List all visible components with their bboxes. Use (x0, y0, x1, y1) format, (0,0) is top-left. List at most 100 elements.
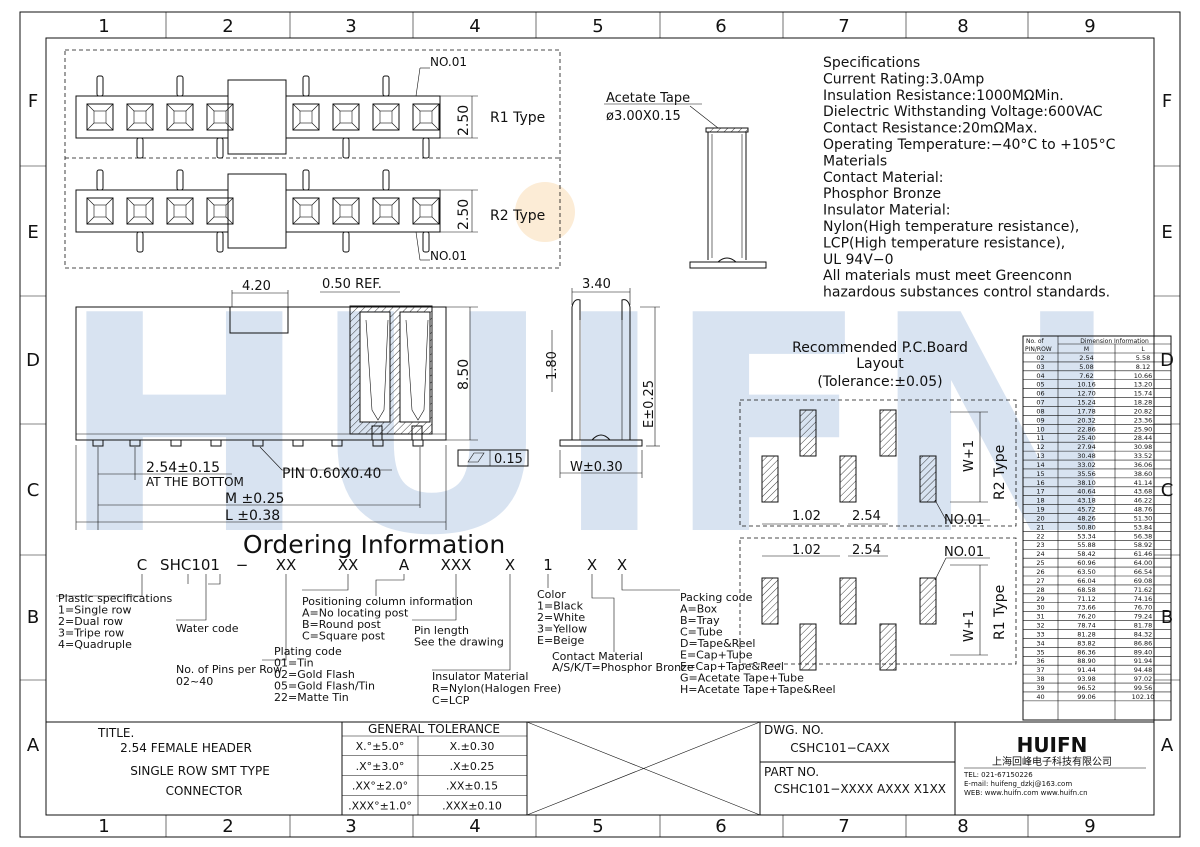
table-cell-pins: 37 (1036, 666, 1044, 674)
table-cell-m: 91.44 (1077, 666, 1096, 674)
pcb-pad (839, 455, 857, 503)
table-cell-pins: 20 (1036, 514, 1044, 522)
pin (216, 231, 224, 253)
plastic-spec-line: 2=Dual row (58, 615, 123, 628)
spec-line: Insulation Resistance:1000MΩMin. (823, 88, 1064, 104)
table-cell-m: 76.20 (1077, 613, 1096, 621)
table-cell-pins: 25 (1036, 559, 1044, 567)
pcb-w1-top: W+1 (962, 440, 977, 472)
table-cell-m: 71.12 (1077, 595, 1096, 603)
table-cell-m: 78.74 (1077, 622, 1096, 630)
pin-size-label: PIN 0.60X0.40 (282, 466, 381, 482)
company-email: E-mail: huifeng_dzkj@163.com (964, 780, 1072, 788)
column-label-1: 1 (98, 16, 109, 37)
pcb-pad (761, 577, 779, 625)
table-cell-l: 71.62 (1134, 586, 1153, 594)
spec-line: Dielectric Withstanding Voltage:600VAC (823, 104, 1103, 120)
color-line: 3=Yellow (537, 623, 587, 636)
title-line1: 2.54 FEMALE HEADER (120, 741, 252, 755)
code-part: X (587, 556, 597, 574)
dwg-number: CSHC101−CAXX (790, 741, 889, 755)
table-cell-m: 38.10 (1077, 479, 1096, 487)
w-dim: W±0.30 (570, 460, 623, 475)
positioning-line: B=Round post (302, 618, 382, 631)
column-label-4: 4 (469, 16, 480, 37)
table-cell-l: 8.12 (1136, 363, 1150, 371)
table-cell-m: 12.70 (1077, 390, 1096, 398)
table-cell-l: 84.32 (1134, 630, 1153, 638)
r1-pins (96, 75, 430, 159)
plastic-spec-line: 1=Single row (58, 604, 132, 617)
pin (216, 137, 224, 159)
general-tolerance-table: GENERAL TOLERANCEX.°±5.0°X.±0.30.X°±3.0°… (342, 722, 527, 816)
pcb-pad (879, 623, 897, 671)
side-view: 4.20 0.50 REF. 8.50 2.54±0.15 AT THE BOT… (75, 277, 529, 530)
pins-per-row-line: No. of Pins per Row (176, 663, 282, 676)
spec-line: All materials must meet Greenconn (823, 268, 1072, 284)
table-cell-l: 46.22 (1134, 497, 1153, 505)
table-cell-l: 48.76 (1134, 506, 1153, 514)
table-cell-pins: 21 (1036, 523, 1044, 531)
positioning-line: A=No locating post (302, 607, 409, 620)
tolerance-row: X.°±5.0°X.±0.30 (356, 740, 495, 753)
side-pins (92, 425, 424, 447)
contact-cell (126, 103, 154, 131)
plating-code-line: Plating code (274, 645, 342, 658)
table-cell-pins: 24 (1036, 550, 1044, 558)
tape-title: Acetate Tape (606, 91, 690, 106)
table-cell-pins: 07 (1036, 399, 1044, 407)
table-cell-m: 30.48 (1077, 452, 1096, 460)
table-cell-l: 51.30 (1134, 514, 1153, 522)
ordering-title: Ordering Information (243, 530, 505, 559)
column-label-8: 8 (957, 816, 968, 837)
table-cell-pins: 13 (1036, 452, 1044, 460)
table-cell-l: 97.02 (1134, 675, 1153, 683)
table-cell-pins: 10 (1036, 425, 1044, 433)
row-label-B: B (27, 607, 39, 628)
plastic-spec-line: Plastic specifications (58, 592, 172, 605)
row-label-E: E (1161, 222, 1172, 243)
table-cell-l: 76.70 (1134, 604, 1153, 612)
contact-cell (412, 103, 440, 131)
top-view: 2.50 2.50 R1 Type R2 Type NO.01 NO.01 (64, 49, 561, 269)
table-cell-pins: 33 (1036, 630, 1044, 638)
pin (176, 75, 184, 97)
column-label-9: 9 (1084, 816, 1095, 837)
table-cell-l: 43.68 (1134, 488, 1153, 496)
column-label-1: 1 (98, 816, 109, 837)
company-logo: HUIFN (1017, 733, 1088, 757)
pcb-r2-type: R2 Type (992, 445, 1008, 500)
table-cell-l: 38.60 (1134, 470, 1153, 478)
linear-tolerance: .X±0.25 (450, 760, 495, 773)
positioning-line: C=Square post (302, 630, 386, 643)
column-label-5: 5 (592, 816, 603, 837)
pcb-pad (879, 409, 897, 457)
table-cell-m: 58.42 (1077, 550, 1096, 558)
table-cell-pins: 29 (1036, 595, 1044, 603)
pin (136, 137, 144, 159)
side-pin (210, 439, 222, 447)
contact-cell (86, 103, 114, 131)
watermark: HUIFN (59, 252, 1121, 601)
r1-pickup-cap (227, 79, 287, 155)
r2-height-dim: 2.50 (456, 199, 472, 230)
contact-cell (412, 197, 440, 225)
contact-cell (332, 103, 360, 131)
company-tel: TEL: 021-67150226 (963, 771, 1033, 779)
dim-340: 3.40 (582, 277, 611, 292)
table-cell-m: 15.24 (1077, 399, 1096, 407)
angular-tolerance: X.°±5.0° (356, 740, 405, 753)
r2-contact-cells (86, 197, 440, 225)
table-cell-pins: 11 (1036, 434, 1044, 442)
linear-tolerance: .XX±0.15 (446, 780, 498, 793)
spec-line: Contact Material: (823, 170, 944, 186)
code-part: XX (338, 556, 359, 574)
